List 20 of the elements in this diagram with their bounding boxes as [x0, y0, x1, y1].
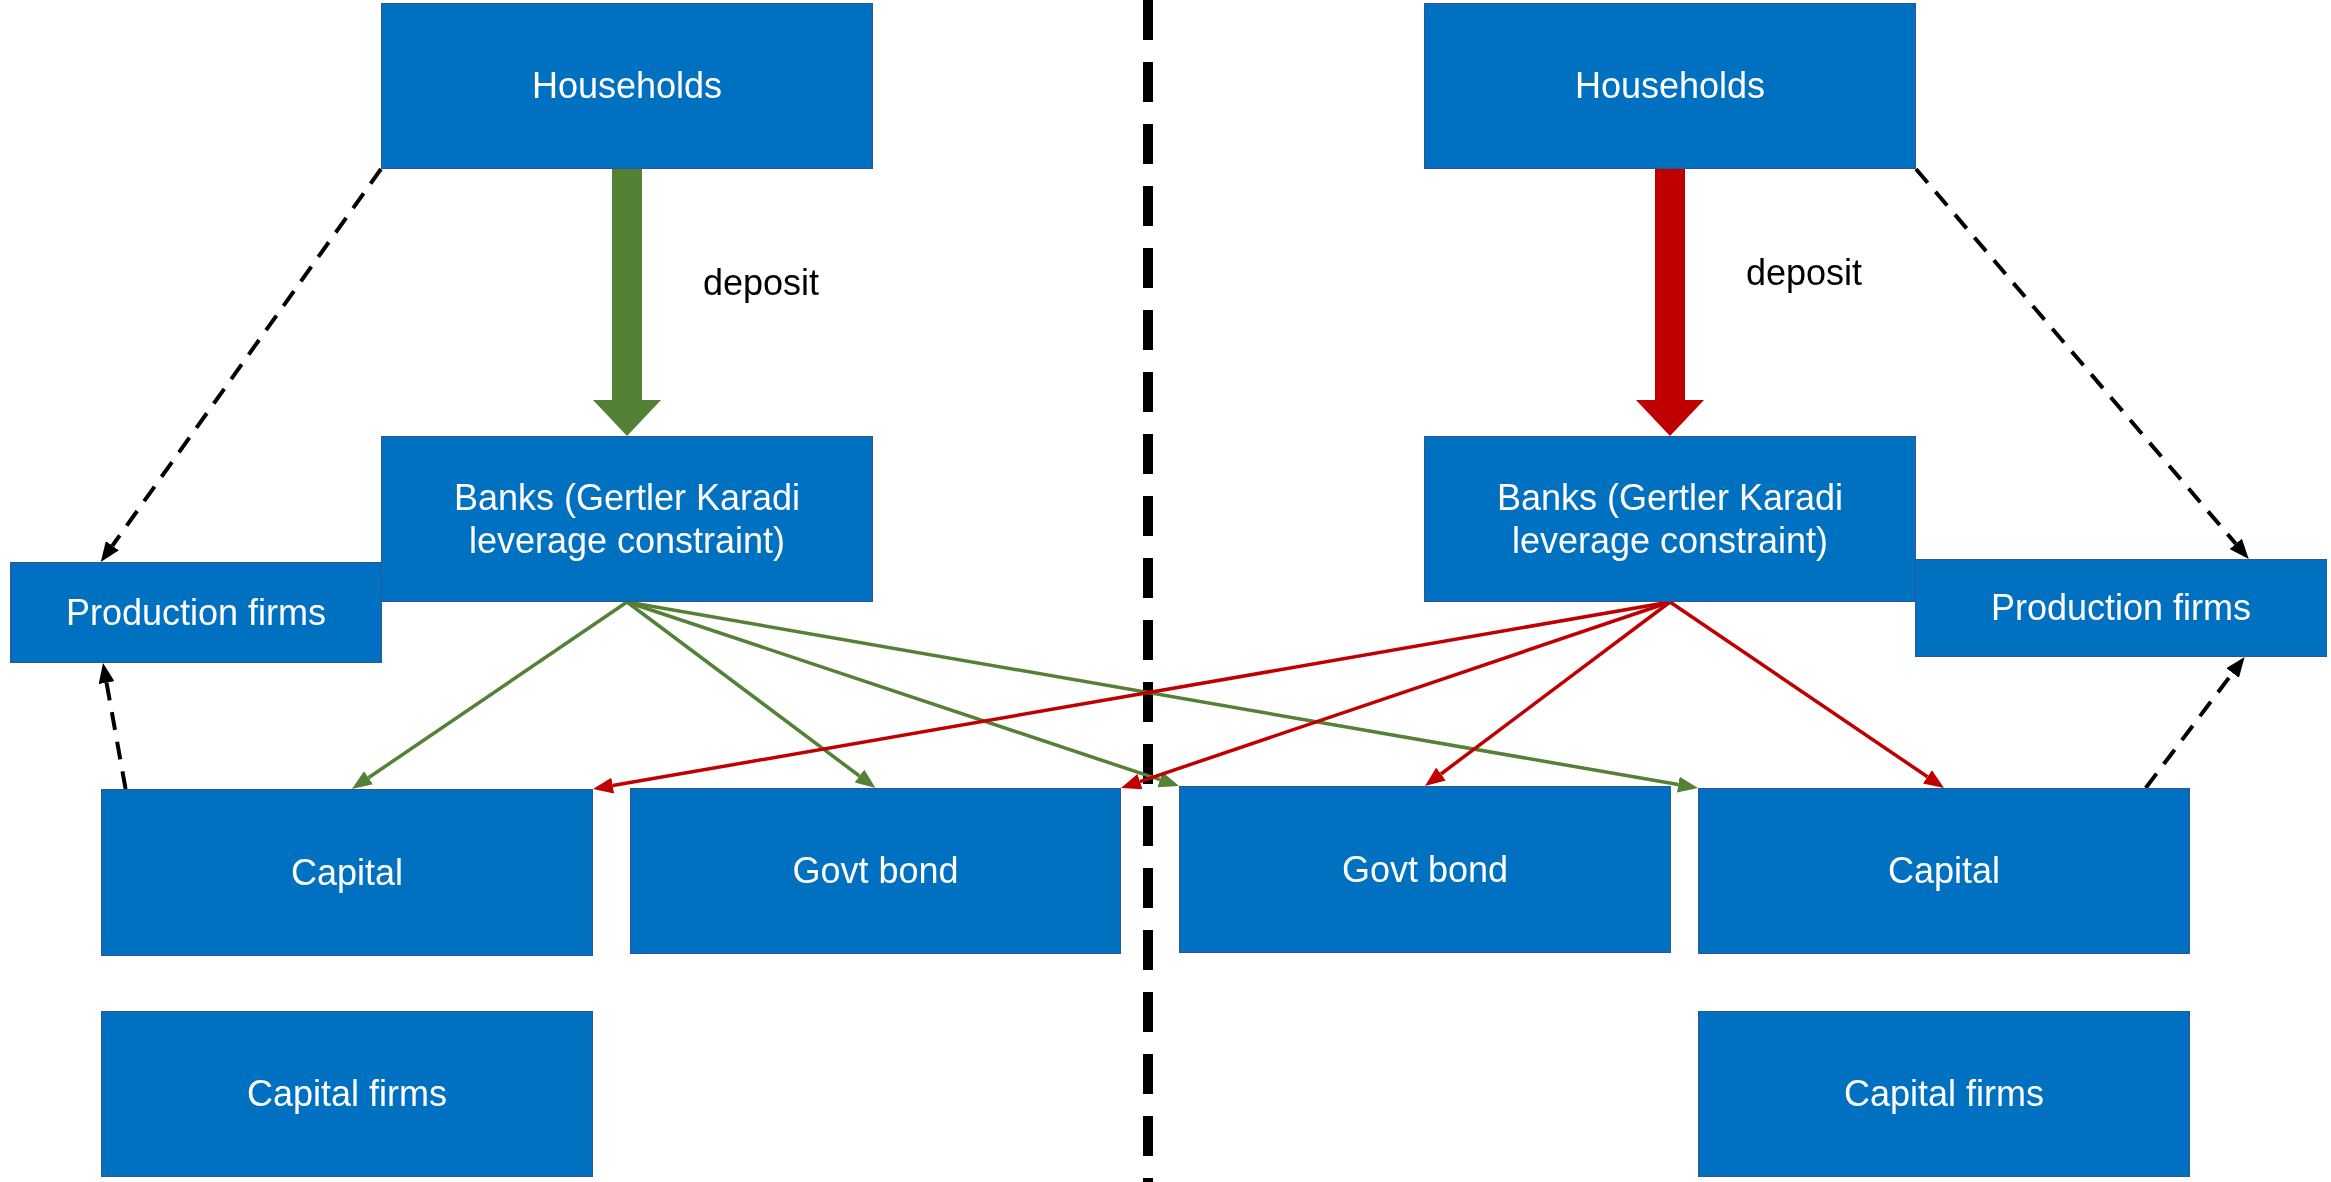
process-box: Banks (Gertler Karadi leverage constraint) [1424, 436, 1916, 602]
arrow [1669, 600, 1944, 788]
process-box: Households [1424, 3, 1916, 169]
process-box: Banks (Gertler Karadi leverage constraint) [381, 436, 873, 602]
process-box: Capital [101, 789, 593, 956]
process-box: Govt bond [630, 788, 1121, 954]
arrow [2144, 657, 2245, 790]
process-box: Production firms [1915, 559, 2327, 657]
arrow [1914, 167, 2249, 559]
process-box: Capital firms [101, 1011, 593, 1177]
arrow [1636, 169, 1704, 436]
arrow [98, 663, 128, 790]
process-box: Govt bond [1179, 786, 1671, 953]
arrow [593, 169, 661, 436]
arrow [100, 167, 383, 562]
arrow [351, 600, 628, 789]
process-box: Production firms [10, 562, 382, 663]
process-box: Households [381, 3, 873, 169]
process-box: Capital firms [1698, 1011, 2190, 1177]
process-box: Capital [1698, 788, 2190, 954]
